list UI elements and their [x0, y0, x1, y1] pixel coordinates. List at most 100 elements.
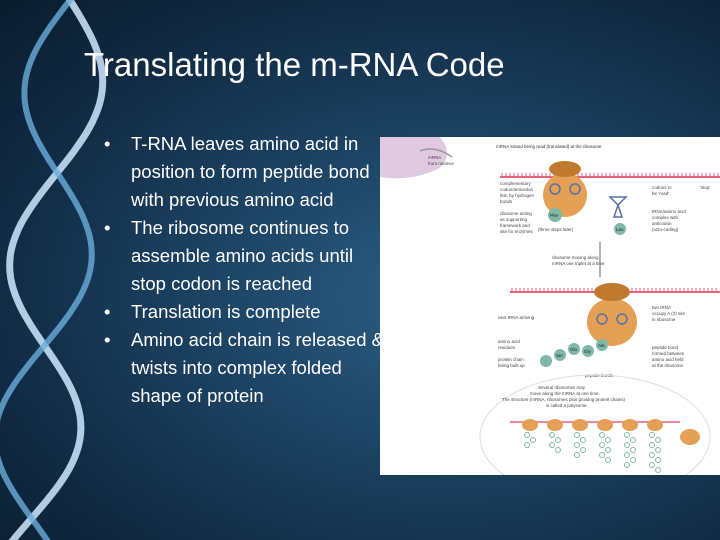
amino-acid-bead: [524, 432, 530, 438]
label: framework and: [500, 223, 530, 228]
amino-acid-bead: [649, 442, 655, 448]
label: from nucleus: [428, 161, 455, 166]
bullet-text: T-RNA leaves amino acid in position to f…: [131, 133, 370, 210]
amino-acid-bead: [599, 432, 605, 438]
label: formed between: [652, 351, 685, 356]
amino-acid-bead: [574, 432, 580, 438]
ribosome: [522, 419, 538, 431]
ribosome-large-subunit: [587, 298, 637, 346]
trna-icon: [569, 183, 581, 195]
polysome: [522, 419, 700, 473]
label: complementary: [500, 181, 532, 186]
label: occupy A (2) site: [652, 311, 686, 316]
ribosome: [622, 419, 638, 431]
label: site for enzymes: [500, 229, 534, 234]
ribosome-large-subunit: [543, 173, 587, 217]
amino-acid-label: Ala: [598, 343, 605, 348]
bullet-marker: •: [104, 329, 111, 350]
amino-acid-bead: [605, 437, 611, 443]
label: mRNA one triplet at a time: [552, 261, 605, 266]
label: two tRNA: [652, 305, 671, 310]
amino-acid-label: Gly: [584, 349, 592, 354]
label: ribosome acting: [500, 211, 532, 216]
ribosome-small-subunit: [549, 161, 581, 177]
label: Several ribosomes may: [538, 385, 586, 390]
trna-icon: [616, 313, 628, 325]
bullet-item: • Amino acid chain is released & twists …: [104, 326, 386, 410]
amino-acid-bead: [655, 457, 661, 463]
bullet-marker: •: [104, 301, 111, 322]
bullet-marker: •: [104, 217, 111, 238]
amino-acid-bead: [655, 447, 661, 453]
label: peptide bond: [652, 345, 679, 350]
ribosome: [547, 419, 563, 431]
label: link, by hydrogen: [500, 193, 535, 198]
amino-acid-bead: [649, 462, 655, 468]
amino-acid-bead: [614, 223, 626, 235]
bullet-item: • Translation is complete: [104, 298, 386, 326]
amino-acid-bead: [549, 432, 555, 438]
label: tRNA/amino acid: [652, 209, 686, 214]
label: next tRNA arriving: [498, 315, 535, 320]
slide-title: Translating the m-RNA Code: [84, 46, 505, 83]
translation-diagram: mRNA strand being read (translated) at t…: [380, 137, 720, 500]
amino-acid-label: Leu: [616, 227, 624, 232]
amino-acid-bead: [599, 442, 605, 448]
bullet-item: • The ribosome continues to assemble ami…: [104, 214, 386, 298]
label: complex with: [652, 215, 679, 220]
arrow: [419, 148, 453, 158]
released-protein: [680, 429, 700, 445]
label: The structure (mRNA, ribosomes plus grow…: [502, 397, 626, 402]
bullet-list: • T-RNA leaves amino acid in position to…: [104, 130, 386, 410]
amino-acid-label: Glu: [570, 347, 578, 352]
nucleus-shape: [380, 137, 448, 179]
label: 'stop': [700, 185, 710, 190]
label: residues: [498, 345, 516, 350]
bullet-item: • T-RNA leaves amino acid in position to…: [104, 130, 386, 214]
amino-acid-bead: [574, 452, 580, 458]
amino-acid-bead: [530, 437, 536, 443]
amino-acid-bead: [555, 447, 561, 453]
label: amino acid held: [652, 357, 684, 362]
ribosome: [597, 419, 613, 431]
amino-acid-bead: [630, 457, 636, 463]
ribosome: [647, 419, 663, 431]
amino-acid-label: Ser: [556, 353, 564, 358]
label: (three steps later): [538, 227, 574, 232]
label: amino acid: [498, 339, 520, 344]
label: protein chain: [498, 357, 524, 362]
label: in ribosome: [652, 317, 676, 322]
amino-acid-label: Phe: [550, 213, 559, 218]
trna-icon: [596, 313, 608, 325]
amino-acid-bead: [624, 432, 630, 438]
label: be 'read': [652, 191, 669, 196]
amino-acid-bead: [630, 437, 636, 443]
label: mRNA: [428, 155, 441, 160]
label: is called a polysome.: [546, 403, 588, 408]
amino-acid-bead: [555, 437, 561, 443]
label: codon/anticodon: [500, 187, 534, 192]
label: (uGu-coding): [652, 227, 679, 232]
ribosome: [572, 419, 588, 431]
trna-shape: [608, 196, 628, 218]
polysome-frame: [479, 374, 711, 500]
amino-acid-bead: [624, 462, 630, 468]
label: codons to: [652, 185, 672, 190]
bullet-text: The ribosome continues to assemble amino…: [131, 217, 354, 294]
amino-acid-bead: [605, 457, 611, 463]
amino-acid-bead: [649, 452, 655, 458]
label: ribosome moving along: [552, 255, 599, 260]
label: move along the mRNA at one time.: [530, 391, 600, 396]
ribosome-small-subunit: [594, 283, 630, 301]
amino-acid-bead: [548, 208, 562, 222]
label: being built up: [498, 363, 525, 368]
amino-acid-bead: [655, 467, 661, 473]
label: as supporting: [500, 217, 528, 222]
amino-acid-bead: [574, 442, 580, 448]
amino-acid-bead: [649, 432, 655, 438]
amino-acid-bead: [655, 437, 661, 443]
amino-acid-bead: [524, 442, 530, 448]
amino-acid-bead: [580, 437, 586, 443]
amino-acid-bead: [624, 452, 630, 458]
amino-acid-bead: [630, 447, 636, 453]
